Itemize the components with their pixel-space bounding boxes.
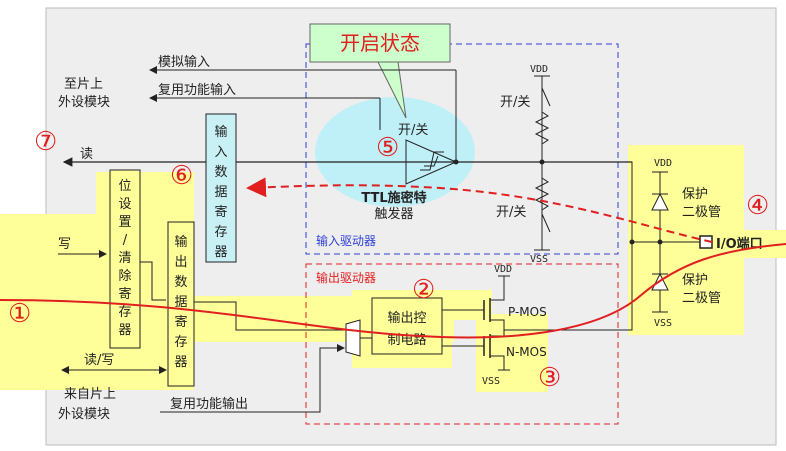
svg-text:VDD: VDD [654,158,672,169]
svg-text:数: 数 [214,165,227,180]
write-line: 写 [58,237,107,258]
bit-set-reset-register: 位 设 置 / 清 除 寄 存 器 [109,169,141,349]
svg-text:据: 据 [174,295,187,310]
svg-text:N-MOS: N-MOS [506,345,547,359]
svg-text:读/写: 读/写 [84,353,114,368]
schmitt-switch-label: 开/关 [398,123,428,138]
to-periph-label-2: 外设模块 [58,95,110,110]
svg-text:VSS: VSS [530,254,548,265]
svg-text:器: 器 [214,245,227,260]
marker-5: ⑤ [376,133,399,163]
output-to-pad-wire [504,242,633,331]
marker-7: ⑦ [34,127,57,157]
to-periph-label-1: 至片上 [64,77,103,92]
marker-2: ② [412,275,435,305]
svg-text:出: 出 [174,255,187,270]
svg-text:据: 据 [214,185,227,200]
svg-text:复用功能输入: 复用功能输入 [158,82,236,98]
alt-func-output-line: 复用功能输出 [160,344,345,413]
pad-node-dot [629,239,635,245]
svg-text:除: 除 [118,269,131,284]
svg-text:器: 器 [118,323,131,338]
read-line: 读 [62,147,632,167]
svg-text:清: 清 [118,251,131,266]
diode-node-dot [657,239,663,245]
svg-text:寄: 寄 [118,286,131,302]
svg-text:二极管: 二极管 [682,291,721,306]
svg-text:VSS: VSS [482,376,500,387]
marker-3: ③ [538,363,561,393]
input-driver-box [305,43,619,255]
svg-text:二极管: 二极管 [682,205,721,220]
input-signal-path [246,177,713,243]
svg-text:保护: 保护 [682,273,708,288]
svg-text:读: 读 [80,147,93,162]
svg-text:写: 写 [58,237,71,252]
svg-text:寄: 寄 [214,204,227,220]
svg-text:存: 存 [214,225,227,240]
from-periph-label-2: 外设模块 [58,407,110,422]
output-driver-box [305,263,619,425]
svg-text:输: 输 [214,124,227,140]
svg-text:位: 位 [118,179,131,194]
marker-6: ⑥ [170,161,193,191]
pad-node-wire [542,161,700,243]
svg-text:器: 器 [174,355,187,370]
read-write-line: 读/写 [61,353,167,374]
svg-text:寄: 寄 [174,314,187,330]
svg-text:置: 置 [118,215,131,230]
pmos-transistor: VDD P-MOS [442,264,547,330]
open-state-title: 开启状态 [340,31,420,55]
from-periph-label-1: 来自片上 [64,387,116,402]
svg-text:输: 输 [174,234,187,250]
ttl-label-1: TTL施密特 [361,190,426,206]
svg-text:输出控: 输出控 [387,310,426,326]
output-driver-label: 输出驱动器 [316,270,376,285]
input-driver-label: 输入驱动器 [316,233,376,248]
svg-text:VDD: VDD [494,264,512,275]
marker-1: ① [8,299,31,329]
marker-4: ④ [746,191,769,221]
svg-text:模拟输入: 模拟输入 [158,54,210,70]
output-data-register: 输 出 数 据 寄 存 器 [167,221,195,387]
svg-text:存: 存 [118,305,131,320]
output-control-circuit: 输出控 制电路 [371,297,443,355]
svg-text:/: / [123,233,128,248]
open-state-callout: 开启状态 [309,23,451,119]
svg-text:存: 存 [174,335,187,350]
svg-text:VDD: VDD [530,64,548,75]
svg-text:入: 入 [214,145,227,160]
output-mux [345,319,361,357]
alt-func-input-line: 复用功能输入 [149,82,381,130]
pulldown-switch-label: 开/关 [496,205,526,220]
analog-input-line: 模拟输入 [149,54,457,162]
svg-text:复用功能输出: 复用功能输出 [170,396,248,412]
output-signal-path [0,243,786,339]
pullup-switch-label: 开/关 [500,95,530,110]
svg-text:P-MOS: P-MOS [508,305,547,319]
ttl-label-2: 触发器 [374,206,413,222]
svg-text:VSS: VSS [654,318,672,329]
svg-text:数: 数 [174,275,187,290]
bsrr-to-odr-wire [140,261,166,301]
pull-resistor-network: VDD 开/关 开/关 VSS [496,64,551,265]
svg-text:设: 设 [118,197,131,212]
svg-text:保护: 保护 [682,187,708,202]
input-data-register: 输 入 数 据 寄 存 器 [205,113,237,263]
schmitt-trigger: 开/关 TTL施密特 触发器 [361,123,459,222]
